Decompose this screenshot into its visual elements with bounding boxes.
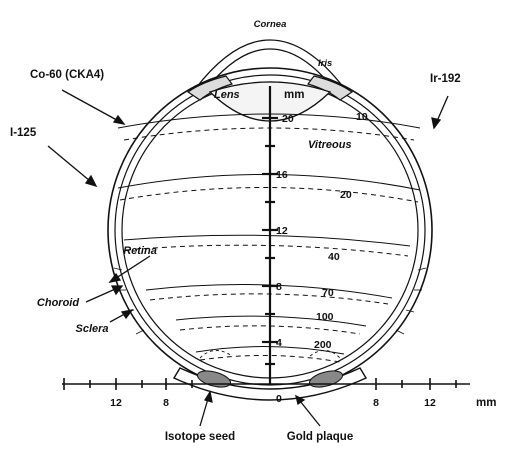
depth-axis	[262, 86, 278, 385]
depth-label-20: 20	[282, 113, 294, 125]
gold-plaque-shell	[172, 367, 368, 401]
cornea-inner	[203, 48, 337, 93]
hscale-label-12l: 12	[110, 397, 122, 409]
isodose-40-solid	[123, 234, 411, 247]
hscale-label-8l: 8	[163, 397, 169, 409]
plaque-assembly	[172, 350, 368, 401]
hatch-right-4	[395, 329, 405, 335]
vitreous-label: Vitreous	[308, 139, 352, 151]
cornea-label: Cornea	[254, 19, 287, 30]
retina-label: Retina	[123, 245, 157, 257]
depth-axis-unit: mm	[284, 89, 304, 101]
seed-right-arc	[309, 350, 341, 359]
cornea	[195, 39, 345, 93]
depth-scale-labels: 20 16 12 8 4 0	[276, 113, 294, 405]
isodose-20-dashed	[119, 187, 419, 203]
depth-label-8: 8	[276, 281, 282, 293]
co60-arrow	[61, 89, 125, 125]
choroid-label: Choroid	[37, 297, 79, 309]
sclera-arrowhead	[120, 309, 134, 320]
iris-right	[307, 75, 354, 101]
depth-label-0: 0	[276, 393, 282, 405]
isodose-label-10: 10	[356, 111, 368, 123]
retina-arrowhead	[108, 272, 122, 283]
gold-plaque-label: Gold plaque	[287, 431, 353, 443]
isodose-40-dashed	[125, 244, 409, 257]
hatch-right-3	[405, 309, 415, 313]
depth-label-16: 16	[276, 169, 288, 181]
choroid-arrowhead	[110, 285, 124, 296]
cornea-outer	[195, 39, 345, 89]
seed-arrowhead	[203, 390, 213, 403]
iris-left	[186, 75, 233, 101]
isodose-label-70: 70	[322, 287, 334, 299]
sclera-label: Sclera	[75, 323, 108, 335]
depth-label-4: 4	[276, 337, 282, 349]
isodose-labels: 10 20 40 70 100 200	[314, 111, 368, 351]
isodose-label-200: 200	[314, 339, 332, 351]
hatch-left-4	[135, 329, 145, 335]
iris-label: Iris	[318, 58, 332, 69]
isodose-label-40: 40	[328, 251, 340, 263]
ir192-label: Ir-192	[430, 73, 461, 85]
lens-label: Lens	[214, 89, 240, 101]
horizontal-scale	[62, 378, 470, 390]
isodose-label-100: 100	[316, 311, 334, 323]
iris	[186, 75, 354, 101]
depth-label-12: 12	[276, 225, 288, 237]
i125-arrowhead	[84, 174, 98, 188]
co60-label: Co-60 (CKA4)	[30, 69, 104, 81]
plaque-arrowhead	[295, 394, 306, 406]
ir192-arrowhead	[431, 117, 442, 130]
isodose-label-20: 20	[340, 189, 352, 201]
hatch-right-1	[417, 267, 427, 271]
co60-arrowhead	[112, 114, 126, 125]
horizontal-scale-unit: mm	[476, 397, 496, 409]
hscale-label-12r: 12	[424, 397, 436, 409]
hatch-left-1	[113, 267, 123, 271]
seed-left-arc	[199, 350, 233, 359]
isotope-seed-label: Isotope seed	[165, 431, 235, 443]
hscale-label-8r: 8	[373, 397, 379, 409]
i125-label: I-125	[10, 127, 37, 139]
pointer-arrows	[47, 89, 449, 427]
horizontal-scale-labels: 12 8 8 12	[110, 397, 436, 409]
